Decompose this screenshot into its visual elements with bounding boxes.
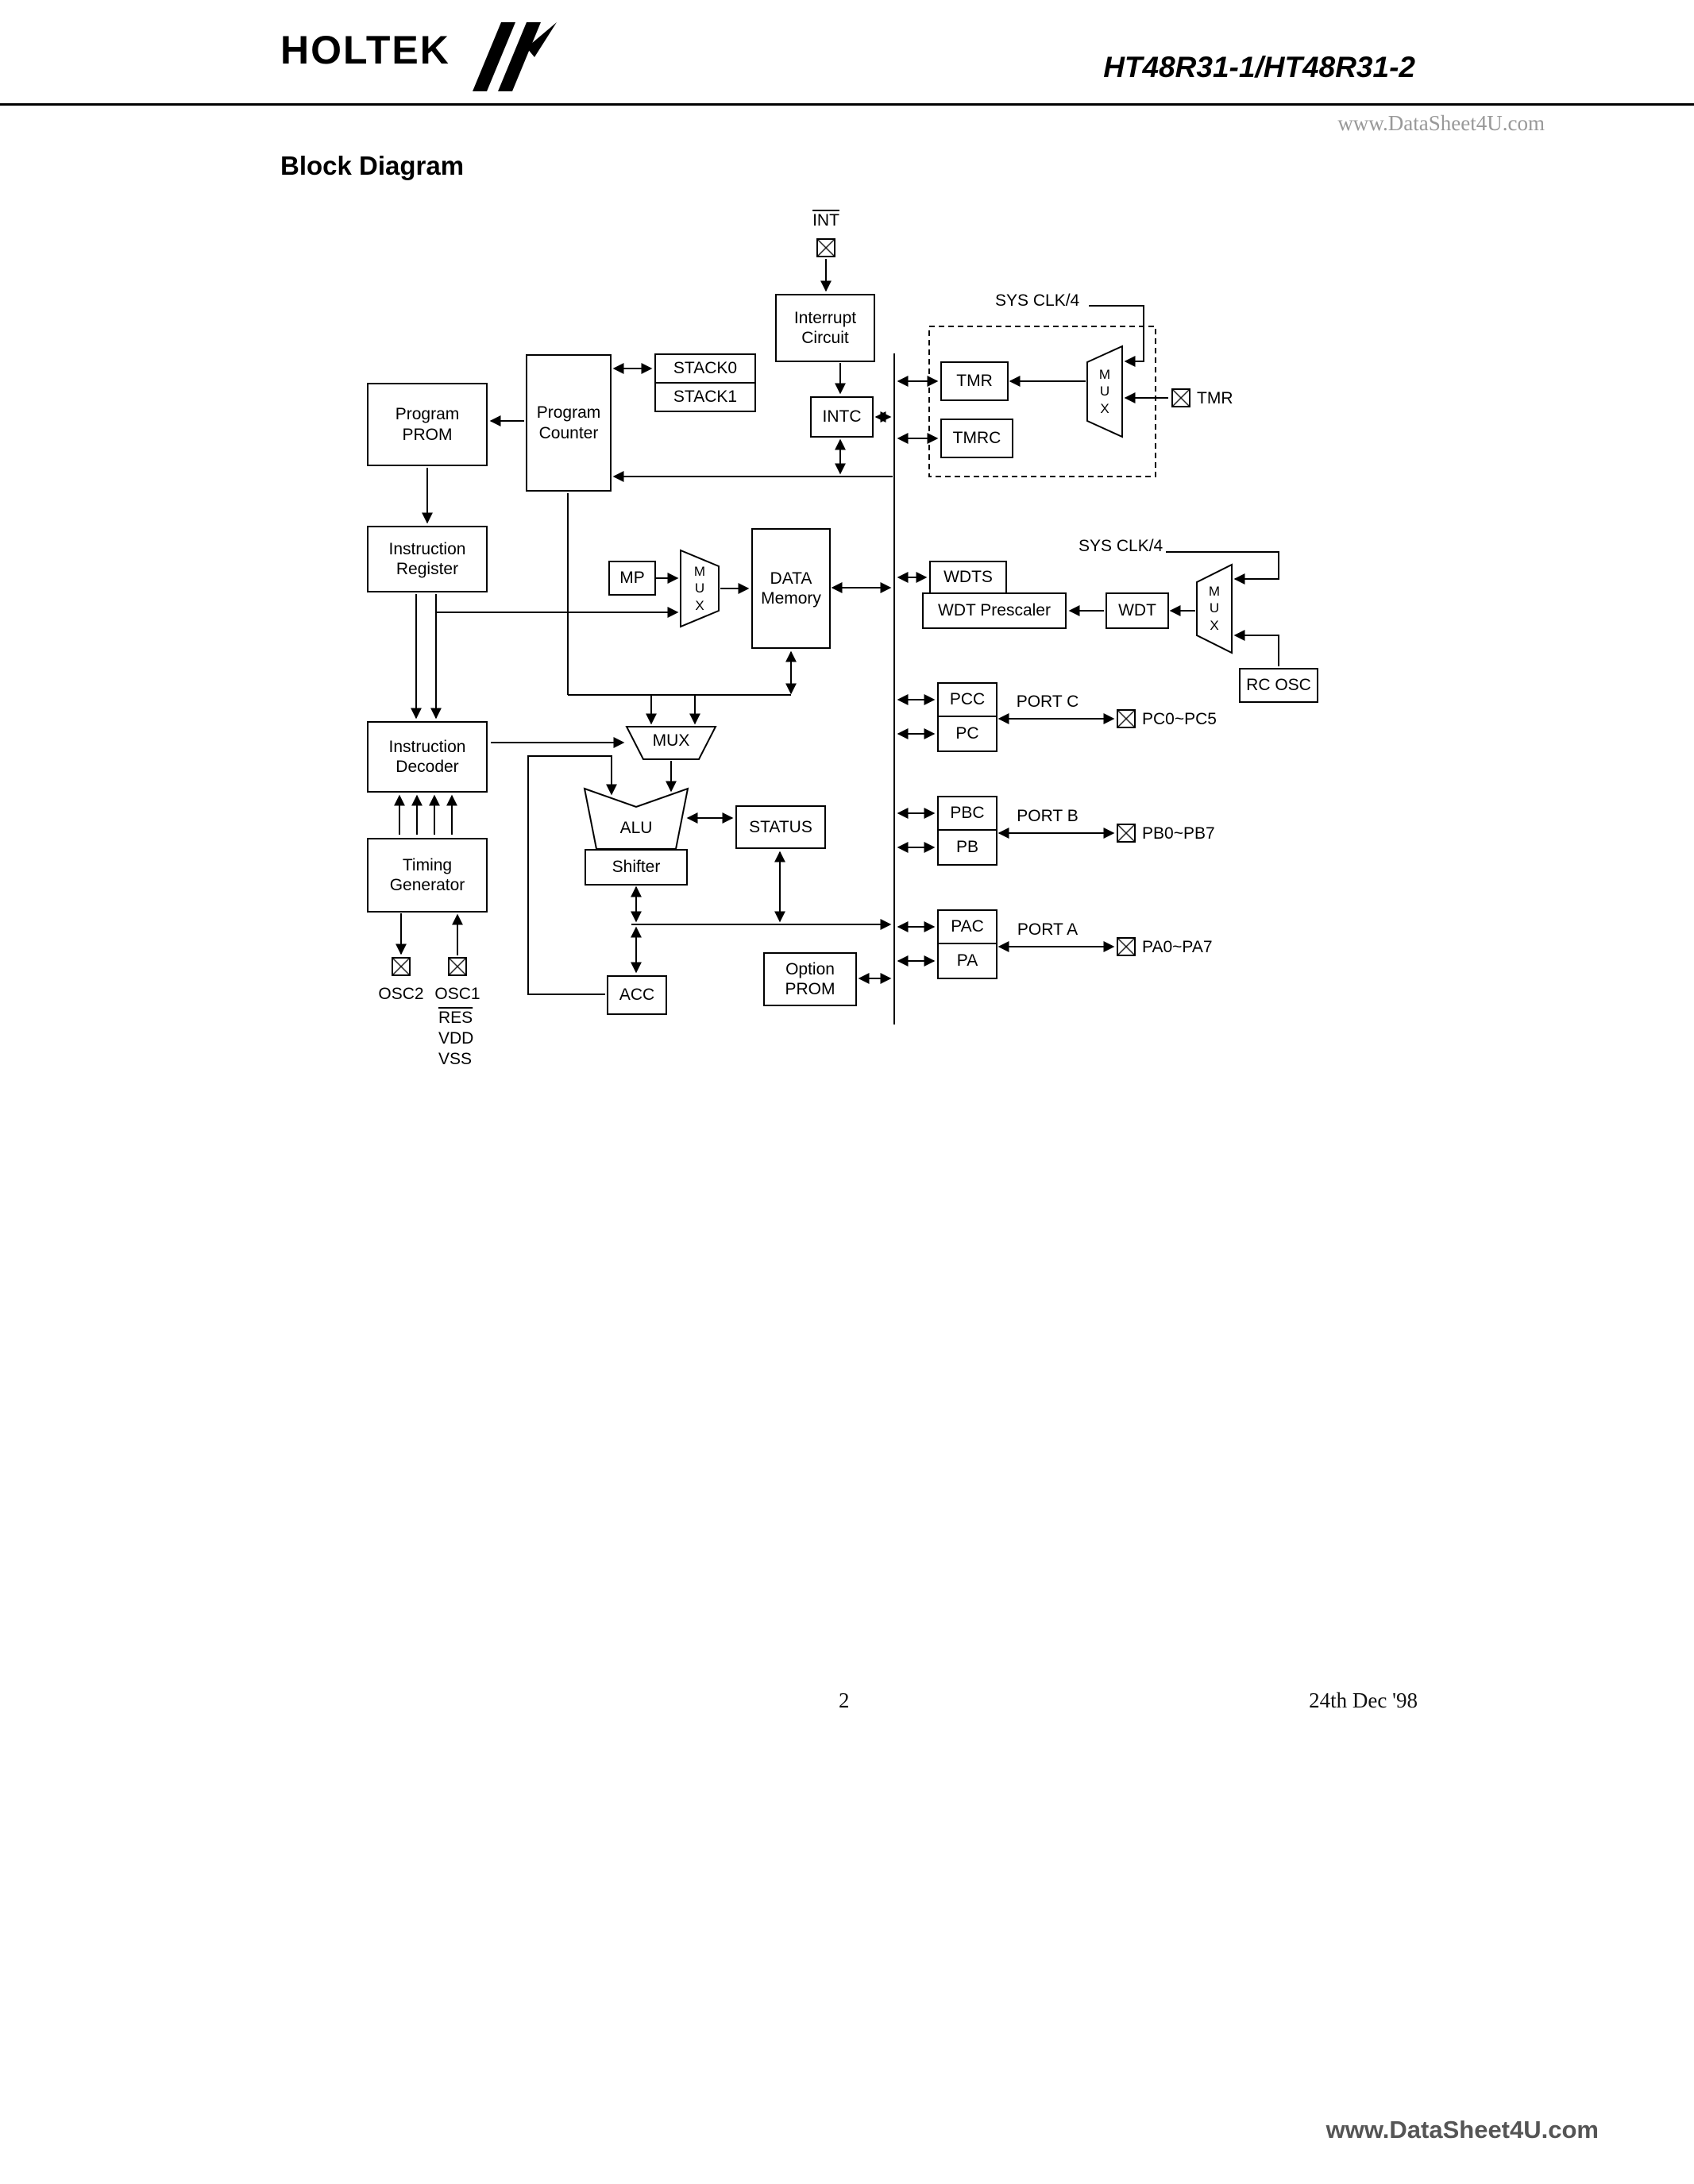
wdts-box: WDTS xyxy=(929,561,1007,594)
document-title: HT48R31-1/HT48R31-2 xyxy=(1103,51,1415,83)
tmrc-box: TMRC xyxy=(940,419,1013,458)
int-pin-icon xyxy=(816,238,835,257)
pa-box: PA xyxy=(937,943,997,979)
header-rule xyxy=(0,103,1694,106)
holtek-logo-icon xyxy=(472,22,557,91)
footer-date: 24th Dec '98 xyxy=(1309,1688,1418,1712)
osc2-pin-icon xyxy=(392,957,411,976)
memory-mux-label: M U X xyxy=(693,564,706,613)
watermark-bottom: www.DataSheet4U.com xyxy=(1325,2116,1599,2143)
alu-label: ALU xyxy=(619,818,653,837)
pc-box: PC xyxy=(937,716,997,752)
sys-clk-wdt-label: SYS CLK/4 xyxy=(1079,537,1163,555)
instruction-register-box: Instruction Register xyxy=(367,526,488,592)
port-c-label: PORT C xyxy=(1016,693,1079,711)
program-prom-box: Program PROM xyxy=(367,383,488,466)
wire-rcosc-mux xyxy=(1233,630,1279,666)
rc-osc-box: RC OSC xyxy=(1239,668,1318,703)
mp-box: MP xyxy=(608,561,656,596)
res-label: RES xyxy=(438,1009,473,1027)
tmr-pin-label: TMR xyxy=(1197,389,1233,407)
port-a-label: PORT A xyxy=(1017,920,1079,939)
pac-box: PAC xyxy=(937,909,997,944)
interrupt-circuit-box: Interrupt Circuit xyxy=(775,294,875,362)
tmr-pin-icon xyxy=(1171,388,1190,407)
osc2-label: OSC2 xyxy=(378,985,424,1003)
pc-range-label: PC0~PC5 xyxy=(1142,710,1217,728)
pb-box: PB xyxy=(937,829,997,866)
timing-generator-box: Timing Generator xyxy=(367,838,488,913)
wdt-prescaler-box: WDT Prescaler xyxy=(922,592,1067,629)
vdd-label: VDD xyxy=(438,1029,474,1048)
sys-clk-timer-label: SYS CLK/4 xyxy=(995,291,1080,310)
port-c-pin-icon xyxy=(1117,709,1136,728)
pb-range-label: PB0~PB7 xyxy=(1142,824,1215,843)
wire-sysclk-timer-mux xyxy=(1089,305,1144,367)
int-label: INT xyxy=(812,211,839,230)
program-counter-box: Program Counter xyxy=(526,354,612,492)
page-number: 2 xyxy=(839,1688,850,1712)
port-a-pin-icon xyxy=(1117,937,1136,956)
status-box: STATUS xyxy=(735,805,826,849)
holtek-logo-text: HOLTEK xyxy=(280,28,450,72)
instruction-decoder-box: Instruction Decoder xyxy=(367,721,488,793)
port-b-pin-icon xyxy=(1117,824,1136,843)
center-mux-label: MUX xyxy=(652,731,690,750)
option-prom-box: Option PROM xyxy=(763,952,857,1006)
stack1-box: STACK1 xyxy=(654,382,756,412)
watermark-top: www.DataSheet4U.com xyxy=(1337,111,1545,135)
wdt-box: WDT xyxy=(1106,592,1169,629)
osc1-pin-icon xyxy=(448,957,467,976)
pbc-box: PBC xyxy=(937,796,997,831)
shifter-box: Shifter xyxy=(585,849,688,886)
vss-label: VSS xyxy=(438,1050,473,1068)
osc1-label: OSC1 xyxy=(434,985,480,1003)
data-memory-box: DATA Memory xyxy=(751,528,831,649)
acc-box: ACC xyxy=(607,975,667,1015)
port-b-label: PORT B xyxy=(1017,807,1079,825)
pcc-box: PCC xyxy=(937,682,997,717)
section-title: Block Diagram xyxy=(280,151,465,180)
wdt-mux-label: M U X xyxy=(1208,584,1221,633)
holtek-logo: HOLTEK xyxy=(280,22,566,92)
tmr-box: TMR xyxy=(940,361,1009,401)
pa-range-label: PA0~PA7 xyxy=(1142,938,1213,956)
stack0-box: STACK0 xyxy=(654,353,756,384)
intc-box: INTC xyxy=(810,396,874,438)
timer-mux-label: M U X xyxy=(1098,367,1111,416)
